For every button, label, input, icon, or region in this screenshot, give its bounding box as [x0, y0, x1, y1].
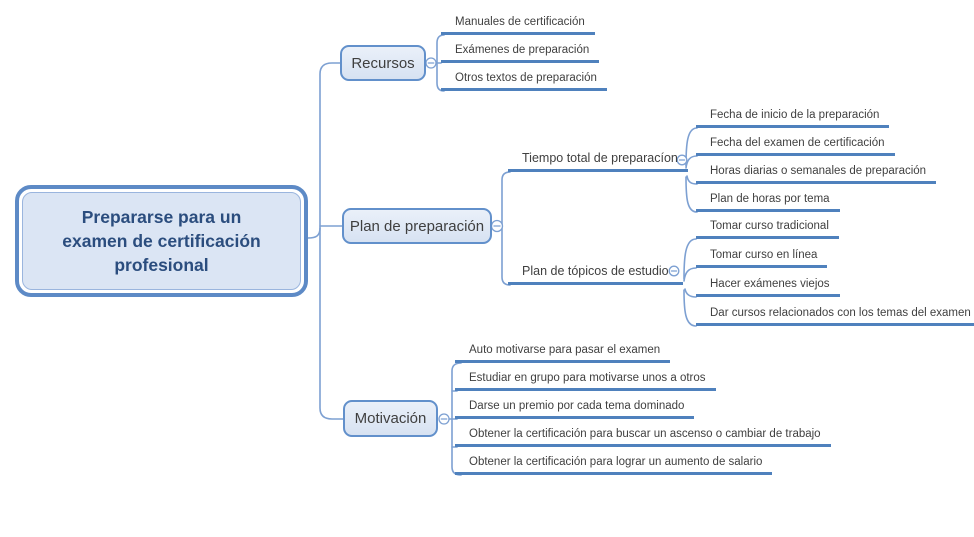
connector — [683, 289, 697, 327]
leaf-label: Darse un premio por cada tema dominado — [469, 400, 685, 412]
topic-label: Motivación — [354, 410, 427, 427]
connector — [307, 62, 341, 239]
leaf-node[interactable]: Auto motivarse para pasar el examen — [455, 335, 671, 363]
connector — [436, 34, 445, 92]
collapse-toggle-motivacion-icon[interactable] — [438, 413, 450, 425]
leaf-node[interactable]: Plan de horas por tema — [696, 184, 840, 212]
leaf-label: Obtener la certificación para lograr un … — [469, 456, 763, 468]
leaf-label: Estudiar en grupo para motivarse unos a … — [469, 372, 706, 384]
connector — [685, 176, 698, 213]
connector — [683, 238, 697, 280]
topic-node-recursos[interactable]: Recursos — [340, 45, 426, 81]
leaf-node[interactable]: Dar cursos relacionados con los temas de… — [696, 297, 974, 326]
leaf-label: Otros textos de preparación — [455, 72, 597, 84]
leaf-node[interactable]: Fecha del examen de certificación — [696, 128, 895, 156]
connector — [685, 155, 698, 169]
subtopic-node-plan-de-topicos[interactable]: Plan de tópicos de estudio — [508, 258, 683, 285]
root-label-line: examen de certificación — [62, 230, 261, 251]
root-node-label: Prepararse para un examen de certificaci… — [22, 192, 301, 290]
connector — [319, 227, 344, 420]
leaf-label: Manuales de certificación — [455, 16, 585, 28]
collapse-toggle-recursos-icon[interactable] — [425, 57, 437, 69]
leaf-label: Plan de horas por tema — [710, 193, 830, 205]
leaf-label: Horas diarias o semanales de preparación — [710, 165, 927, 177]
connector — [684, 288, 697, 298]
leaf-node[interactable]: Tomar curso en línea — [696, 239, 828, 268]
leaf-node[interactable]: Obtener la certificación para lograr un … — [455, 447, 773, 475]
leaf-node[interactable]: Horas diarias o semanales de preparación — [696, 156, 937, 184]
collapse-toggle-plan-icon[interactable] — [490, 219, 504, 233]
leaf-label: Fecha de inicio de la preparación — [710, 109, 880, 121]
leaf-label: Tomar curso tradicional — [710, 220, 829, 232]
collapse-toggle-tiempo-icon[interactable] — [676, 154, 688, 166]
leaf-node[interactable]: Otros textos de preparación — [441, 63, 607, 91]
collapse-toggle-topicos-icon[interactable] — [668, 265, 680, 277]
leaf-node[interactable]: Fecha de inicio de la preparación — [696, 100, 890, 128]
connector — [686, 175, 698, 185]
leaf-label: Dar cursos relacionados con los temas de… — [710, 307, 971, 319]
leaf-label: Tomar curso en línea — [710, 249, 818, 261]
root-label-line: profesional — [114, 255, 209, 276]
leaf-label: Exámenes de preparación — [455, 44, 590, 56]
topic-node-plan-de-preparacion[interactable]: Plan de preparación — [342, 208, 492, 244]
root-node[interactable]: Prepararse para un examen de certificaci… — [15, 185, 308, 297]
leaf-label: Auto motivarse para pasar el examen — [469, 344, 661, 356]
subtopic-node-tiempo-total[interactable]: Tiempo total de preparacíon — [508, 145, 688, 172]
leaf-node[interactable]: Hacer exámenes viejos — [696, 268, 840, 297]
leaf-node[interactable]: Exámenes de preparación — [441, 35, 600, 63]
topic-label: Plan de preparación — [349, 217, 485, 235]
subtopic-label: Plan de tópicos de estudio — [522, 264, 669, 278]
topic-label: Recursos — [351, 54, 415, 72]
topic-node-motivacion[interactable]: Motivación — [343, 400, 438, 437]
leaf-label: Hacer exámenes viejos — [710, 278, 830, 290]
leaf-node[interactable]: Darse un premio por cada tema dominado — [455, 391, 695, 419]
leaf-label: Obtener la certificación para buscar un … — [469, 428, 821, 440]
subtopic-label: Tiempo total de preparacíon — [522, 151, 678, 165]
leaf-label: Fecha del examen de certificación — [710, 137, 885, 149]
leaf-node[interactable]: Obtener la certificación para buscar un … — [455, 419, 831, 447]
connector — [683, 267, 697, 282]
root-label-line: Prepararse para un — [81, 206, 242, 227]
leaf-node[interactable]: Estudiar en grupo para motivarse unos a … — [455, 363, 716, 391]
leaf-node[interactable]: Manuales de certificación — [441, 7, 595, 35]
leaf-node[interactable]: Tomar curso tradicional — [696, 210, 839, 239]
